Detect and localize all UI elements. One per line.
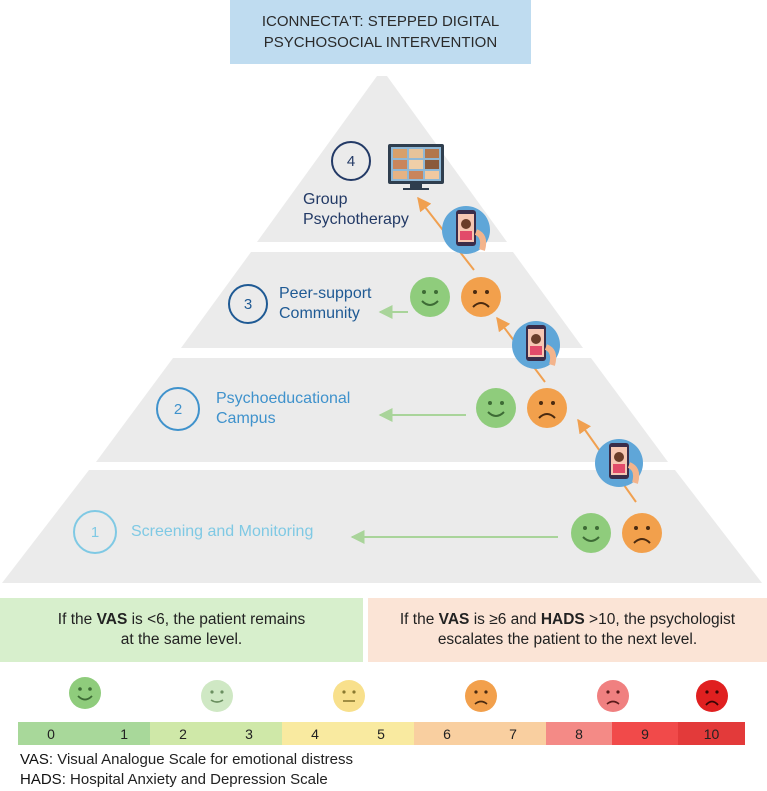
video-call-phone-icon xyxy=(595,439,643,487)
diagram-title: ICONNECTA'T: STEPPED DIGITAL PSYCHOSOCIA… xyxy=(230,0,531,64)
level-4-number: 4 xyxy=(331,141,371,181)
level-2-label: Psychoeducational Campus xyxy=(216,389,350,429)
vas-scale-10: 10 xyxy=(678,722,745,745)
vas-scale-1: 1 xyxy=(84,722,150,745)
note-same-level-line-2: at the same level. xyxy=(120,631,243,648)
note-text: If the xyxy=(57,611,97,628)
footnote-vas: VAS: Visual Analogue Scale for emotional… xyxy=(20,751,353,768)
pyramid-tier-1 xyxy=(2,470,762,583)
group-video-call-icon xyxy=(388,144,444,190)
title-line-2: PSYCHOSOCIAL INTERVENTION xyxy=(263,34,498,51)
note-text: is <6, the patient remains xyxy=(127,611,306,628)
level-4-label-line-1: Group xyxy=(303,191,348,208)
pyramid-tier-4 xyxy=(257,76,507,242)
vas-face-8-icon xyxy=(597,680,629,712)
note-escalate-line-2: escalates the patient to the next level. xyxy=(437,631,698,648)
footnote-vas-text: : Visual Analogue Scale for emotional di… xyxy=(48,751,353,768)
vas-scale-9: 9 xyxy=(612,722,678,745)
video-call-phone-icon xyxy=(512,321,560,369)
sad-face-icon xyxy=(621,512,663,554)
video-call-phone-icon xyxy=(442,206,490,254)
note-hads-abbr: HADS xyxy=(540,611,585,628)
note-vas-abbr: VAS xyxy=(438,611,470,628)
level-1-label-line-1: Screening and Monitoring xyxy=(131,523,314,540)
happy-face-icon xyxy=(570,512,612,554)
level-3-number: 3 xyxy=(228,284,268,324)
vas-scale-0: 0 xyxy=(18,722,84,745)
note-same-level-line-1: If the VAS is <6, the patient remains xyxy=(58,610,305,630)
vas-scale-8: 8 xyxy=(546,722,612,745)
pyramid-tier-3 xyxy=(181,252,583,348)
level-1-number: 1 xyxy=(73,510,117,554)
note-text: If the xyxy=(399,611,439,628)
level-3-label-line-1: Peer-support xyxy=(279,285,372,302)
sad-face-icon xyxy=(460,276,502,318)
level-2-number: 2 xyxy=(156,387,200,431)
vas-scale-6: 6 xyxy=(414,722,480,745)
footnote-hads-text: : Hospital Anxiety and Depression Scale xyxy=(61,771,328,788)
level-4-label: Group Psychotherapy xyxy=(303,190,409,230)
level-2-label-line-2: Campus xyxy=(216,410,276,427)
footnote-hads: HADS: Hospital Anxiety and Depression Sc… xyxy=(20,771,328,788)
level-4-label-line-2: Psychotherapy xyxy=(303,211,409,228)
vas-scale-7: 7 xyxy=(480,722,546,745)
level-1-label: Screening and Monitoring xyxy=(131,522,313,542)
vas-face-6-7-icon xyxy=(465,680,497,712)
vas-face-10-icon xyxy=(696,680,728,712)
vas-scale-5: 5 xyxy=(348,722,414,745)
level-3-label-line-2: Community xyxy=(279,305,360,322)
footnote-hads-abbr: HADS xyxy=(20,771,62,788)
vas-face-2-3-icon xyxy=(201,680,233,712)
level-3-label: Peer-support Community xyxy=(279,284,372,324)
vas-face-0-1-icon xyxy=(69,677,101,709)
note-vas-abbr: VAS xyxy=(96,611,128,628)
pyramid-diagram xyxy=(2,76,762,583)
happy-face-icon xyxy=(409,276,451,318)
note-escalate: If the VAS is ≥6 and HADS >10, the psych… xyxy=(368,598,767,662)
vas-face-4-5-icon xyxy=(333,680,365,712)
title-line-1: ICONNECTA'T: STEPPED DIGITAL xyxy=(261,13,500,30)
level-2-label-line-1: Psychoeducational xyxy=(216,390,351,407)
note-text: >10, the psychologist xyxy=(584,611,736,628)
sad-face-icon xyxy=(526,387,568,429)
vas-scale-3: 3 xyxy=(216,722,282,745)
note-same-level: If the VAS is <6, the patient remains at… xyxy=(0,598,363,662)
vas-scale-4: 4 xyxy=(282,722,348,745)
happy-face-icon xyxy=(475,387,517,429)
vas-faces-row xyxy=(69,677,728,712)
note-text: is ≥6 and xyxy=(469,611,541,628)
vas-scale-2: 2 xyxy=(150,722,216,745)
footnote-vas-abbr: VAS xyxy=(20,751,49,768)
note-escalate-line-1: If the VAS is ≥6 and HADS >10, the psych… xyxy=(400,610,735,630)
